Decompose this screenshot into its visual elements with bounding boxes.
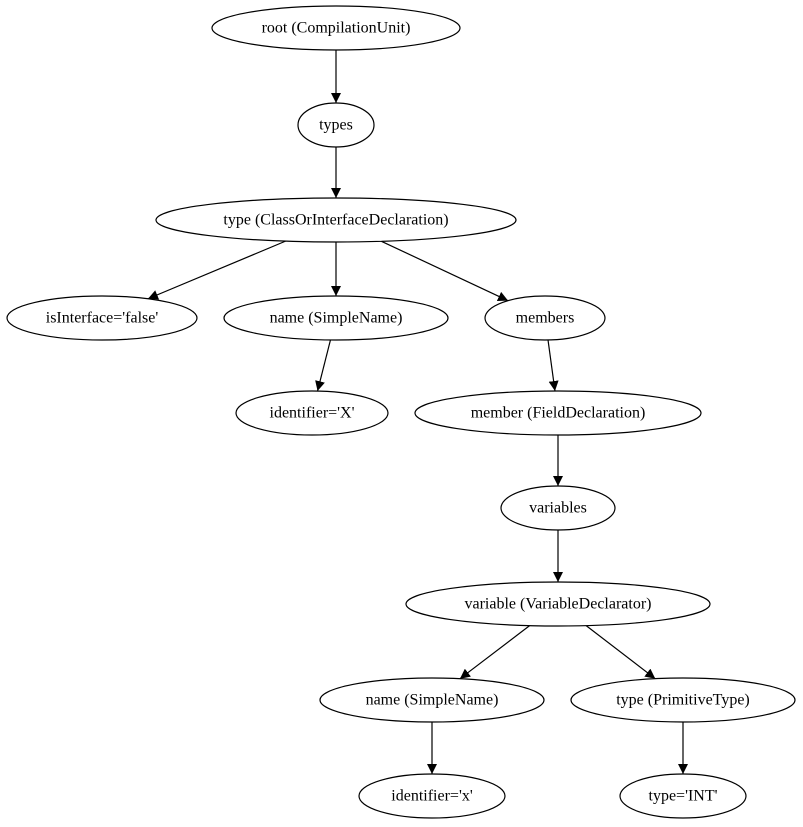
edge-members-to-member <box>547 339 559 392</box>
node-ellipse <box>6 295 198 341</box>
node-label: type='INT' <box>649 788 718 805</box>
tree-node-identifierX: identifier='X' <box>235 390 389 436</box>
node-label: name (SimpleName) <box>366 692 499 709</box>
node-ellipse <box>405 581 711 627</box>
edge-variable-to-type2 <box>585 625 656 680</box>
tree-node-types: types <box>297 102 375 148</box>
node-ellipse <box>619 773 747 819</box>
node-ellipse <box>211 5 461 51</box>
node-label: type (PrimitiveType) <box>616 692 750 709</box>
node-label: root (CompilationUnit) <box>262 20 411 37</box>
node-ellipse <box>414 390 702 436</box>
tree-node-type2: type (PrimitiveType) <box>570 677 796 723</box>
node-label: variable (VariableDeclarator) <box>465 596 652 613</box>
edge-name1-to-identifierX <box>315 339 332 392</box>
node-label: types <box>319 117 353 134</box>
node-ellipse <box>297 102 375 148</box>
tree-node-type: type (ClassOrInterfaceDeclaration) <box>155 197 517 243</box>
tree-node-root: root (CompilationUnit) <box>211 5 461 51</box>
node-label: identifier='x' <box>391 788 473 805</box>
node-label: member (FieldDeclaration) <box>471 405 646 422</box>
edge-type-to-members <box>381 240 509 302</box>
node-label: type (ClassOrInterfaceDeclaration) <box>223 212 448 229</box>
tree-node-member: member (FieldDeclaration) <box>414 390 702 436</box>
node-label: isInterface='false' <box>46 310 159 327</box>
tree-node-members: members <box>484 295 606 341</box>
node-ellipse <box>319 677 545 723</box>
tree-node-typeINT: type='INT' <box>619 773 747 819</box>
nodes-layer: root (CompilationUnit) types type (ClassOr… <box>6 5 796 819</box>
node-ellipse <box>484 295 606 341</box>
node-label: variables <box>529 500 587 517</box>
tree-node-name2: name (SimpleName) <box>319 677 545 723</box>
edge-variable-to-name2 <box>459 625 530 680</box>
edge-type-to-isInterface <box>147 240 286 300</box>
node-ellipse <box>223 295 449 341</box>
node-ellipse <box>155 197 517 243</box>
tree-node-variable: variable (VariableDeclarator) <box>405 581 711 627</box>
tree-node-isInterface: isInterface='false' <box>6 295 198 341</box>
node-label: name (SimpleName) <box>270 310 403 327</box>
node-label: identifier='X' <box>270 405 355 422</box>
node-ellipse <box>570 677 796 723</box>
tree-node-variables: variables <box>500 485 616 531</box>
node-ellipse <box>358 773 506 819</box>
edges-layer <box>147 50 688 774</box>
node-ellipse <box>500 485 616 531</box>
tree-node-identifierx: identifier='x' <box>358 773 506 819</box>
tree-node-name1: name (SimpleName) <box>223 295 449 341</box>
node-label: members <box>516 310 575 327</box>
node-ellipse <box>235 390 389 436</box>
